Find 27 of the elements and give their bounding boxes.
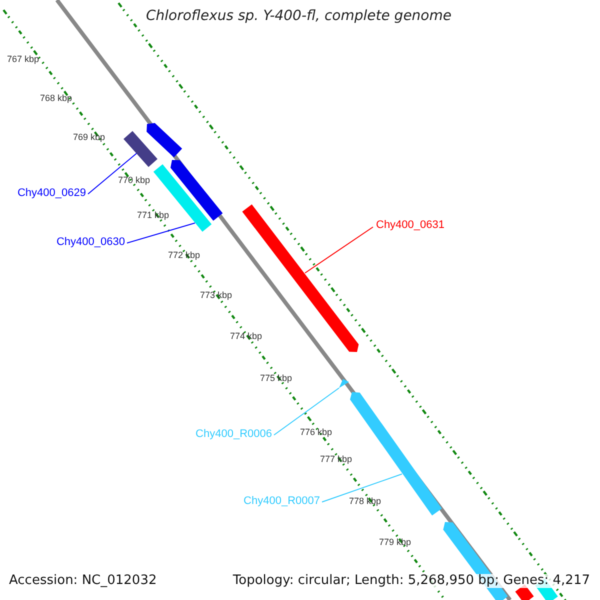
gene-label: Chy400_0631 [376, 219, 445, 232]
info-text: Accession: NC_012032 [9, 574, 157, 588]
gene-label: Chy400_0630 [56, 236, 125, 248]
leader-line [88, 152, 138, 194]
tick-label: 768 kbp [40, 94, 72, 104]
gene-block [124, 131, 158, 167]
tick-label: 776 kbp [300, 428, 332, 438]
info-text: Topology: circular; Length: 5,268,950 bp; Genes: 4,217 [232, 574, 590, 588]
tick-label: 772 kbp [168, 251, 200, 261]
gene-block [153, 164, 212, 232]
leader-line [274, 388, 340, 436]
gene-block [339, 379, 349, 388]
gene-label: Chy400_R0007 [244, 495, 320, 508]
map-title: Chloroflexus sp. Y-400-fl, complete genome [146, 9, 452, 24]
tick-label: 770 kbp [118, 176, 150, 186]
tick-label: 778 kbp [349, 497, 382, 507]
leader-line [322, 474, 402, 502]
tick-label: 769 kbp [73, 133, 106, 143]
tick-label: 773 kbp [200, 291, 232, 301]
tick-label: 779 kbp [379, 538, 412, 548]
gene-block [350, 392, 442, 516]
gene-label: Chy400_R0006 [196, 428, 272, 440]
gene-label: Chy400_0629 [17, 187, 86, 200]
gene-block [146, 123, 182, 158]
tick-label: 767 kbp [7, 55, 40, 65]
tick-label: 774 kbp [230, 332, 262, 342]
gene-block [170, 160, 223, 221]
